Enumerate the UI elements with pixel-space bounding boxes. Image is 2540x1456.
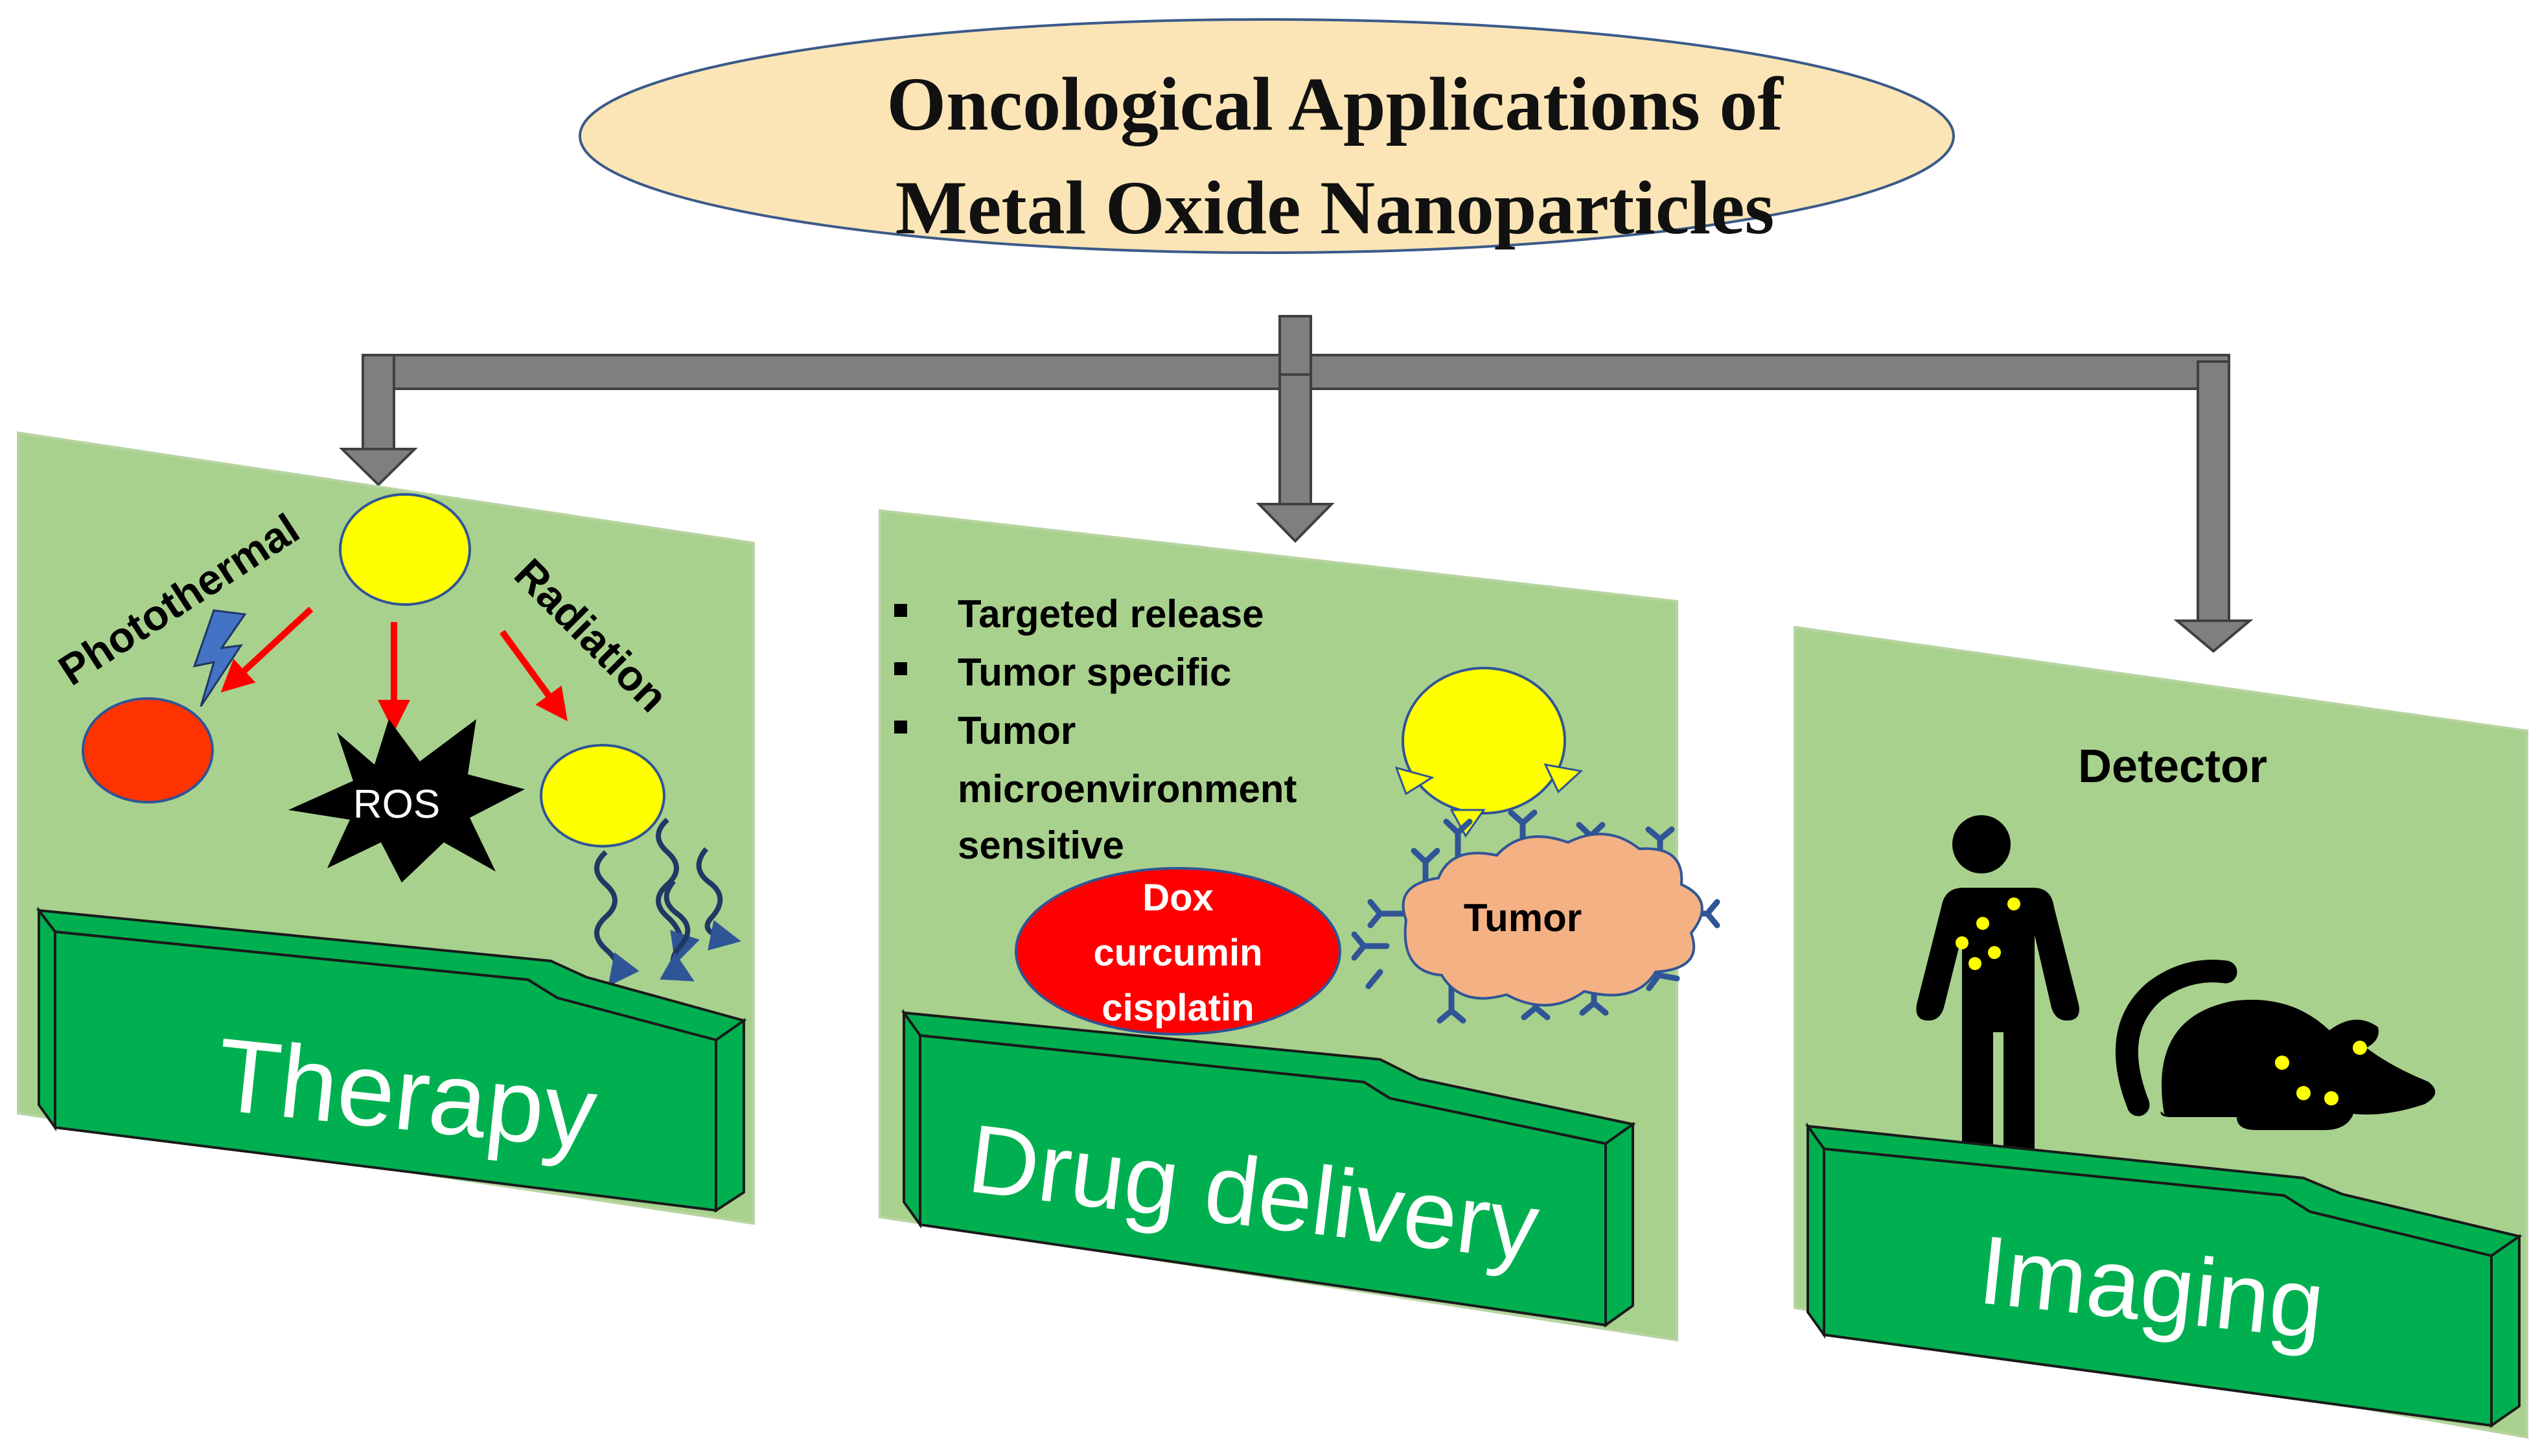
imaging-panel: Detector Imaging xyxy=(1794,625,2528,1439)
radiation-particle xyxy=(540,744,665,848)
bullet-item: microenvironment xyxy=(958,767,1297,811)
tumor-label: Tumor xyxy=(1464,896,1582,940)
drug-delivery-panel: Targeted release Tumor specific Tumor mi… xyxy=(879,509,1720,1342)
red-arrow-right xyxy=(499,630,568,722)
drug-name: curcumin xyxy=(1093,932,1262,974)
ros-label: ROS xyxy=(353,782,440,827)
heated-particle xyxy=(82,697,214,803)
lightning-icon xyxy=(192,609,247,707)
mouse-icon xyxy=(2115,960,2436,1130)
bullet-item: Tumor specific xyxy=(958,651,1231,694)
drug-name: cisplatin xyxy=(1102,987,1254,1029)
connector-tree xyxy=(339,315,2254,653)
therapy-panel: Photothermal Radiation ROS Therapy xyxy=(17,431,755,1225)
ligand-icon xyxy=(1394,766,1435,796)
title-line-1: Oncological Applications of xyxy=(886,62,1784,146)
drug-ellipse xyxy=(1015,867,1341,1035)
imaging-banner: Imaging xyxy=(1805,1122,2523,1428)
detector-label: Detector xyxy=(2078,741,2267,792)
title-ellipse: Oncological Applications of Metal Oxide … xyxy=(579,18,1955,254)
therapy-banner: Therapy xyxy=(36,907,747,1213)
targeted-nanoparticle xyxy=(1402,667,1566,815)
wave-arrow-icon xyxy=(594,818,741,987)
red-arrow-left xyxy=(220,607,314,693)
tumor-cloud xyxy=(1402,833,1703,1007)
title-line-2: Metal Oxide Nanoparticles xyxy=(895,165,1775,250)
bullet-item: Tumor xyxy=(958,709,1076,752)
nanoparticle-top xyxy=(339,493,471,606)
bullet-list: Targeted release Tumor specific Tumor mi… xyxy=(894,592,1297,867)
ligand-icon xyxy=(1543,763,1584,794)
human-icon xyxy=(1916,815,2079,1188)
drug-name: Dox xyxy=(1142,877,1214,919)
bullet-item: sensitive xyxy=(958,824,1124,867)
bullet-item: Targeted release xyxy=(958,592,1264,636)
ros-star-icon xyxy=(288,719,525,883)
